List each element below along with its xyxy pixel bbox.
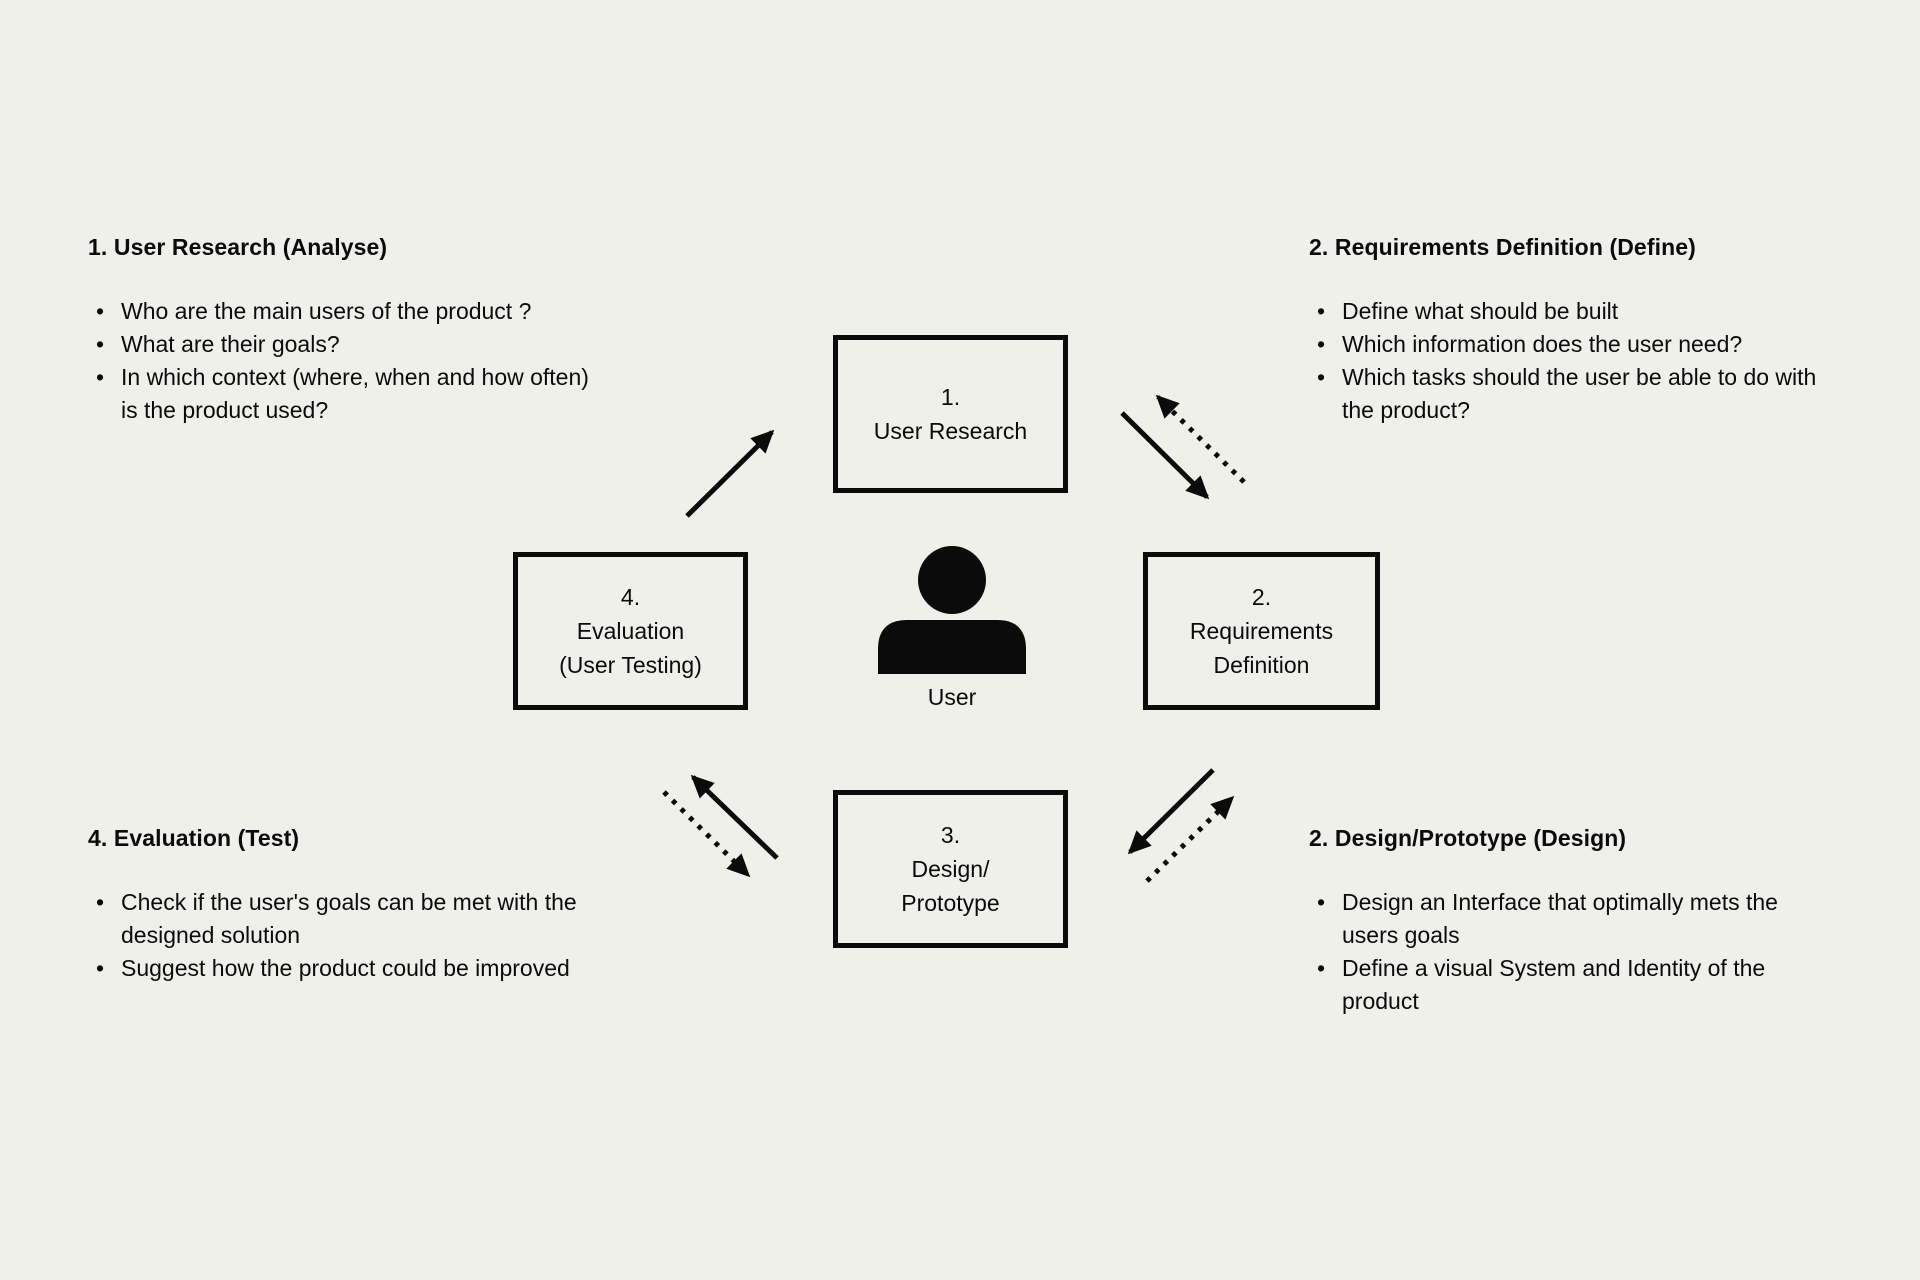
annotation-heading: 2. Requirements Definition (Define) xyxy=(1309,234,1696,260)
annotation-heading: 4. Evaluation (Test) xyxy=(88,825,300,851)
node-design-prototype: 3. Design/ Prototype xyxy=(833,790,1068,948)
node-line: (User Testing) xyxy=(559,652,702,678)
bullet-item: Which tasks should the user be able to d… xyxy=(1309,361,1822,427)
node-line: Evaluation xyxy=(576,618,685,644)
bullet-item: Define a visual System and Identity of t… xyxy=(1309,952,1822,1018)
arrow-evaluation-to-design xyxy=(662,790,751,878)
bullet-item: Who are the main users of the product ? xyxy=(88,295,601,328)
annotation-bullet-list: Design an Interface that optimally mets … xyxy=(1309,886,1822,1018)
bullet-item: Which information does the user need? xyxy=(1309,328,1822,361)
node-line: Prototype xyxy=(901,890,1000,916)
node-requirements-definition: 2. Requirements Definition xyxy=(1143,552,1380,710)
arrow-design-to-evaluation xyxy=(690,774,779,860)
node-line: Design/ xyxy=(911,856,990,882)
annotation-heading: 2. Design/Prototype (Design) xyxy=(1309,825,1627,851)
node-line: 4. xyxy=(620,584,641,610)
user-label: User xyxy=(927,684,977,710)
arrow-requirements-to-user-research xyxy=(1155,394,1246,484)
annotation-user-research: 1. User Research (Analyse) Who are the m… xyxy=(88,231,608,427)
annotation-requirements-definition: 2. Requirements Definition (Define) Defi… xyxy=(1309,231,1829,427)
arrow-design-to-requirements xyxy=(1145,795,1235,883)
bullet-item: What are their goals? xyxy=(88,328,601,361)
arrow-user-research-to-requirements xyxy=(1120,411,1210,500)
node-line: 3. xyxy=(940,822,961,848)
node-line: Requirements xyxy=(1189,618,1334,644)
annotation-heading: 1. User Research (Analyse) xyxy=(88,234,388,260)
person-icon xyxy=(878,546,1026,674)
annotation-design-prototype: 2. Design/Prototype (Design) Design an I… xyxy=(1309,822,1829,1018)
node-line: 1. xyxy=(940,384,961,410)
node-line: Definition xyxy=(1213,652,1310,678)
bullet-item: In which context (where, when and how of… xyxy=(88,361,601,427)
node-line: User Research xyxy=(873,418,1028,444)
annotation-bullet-list: Define what should be built Which inform… xyxy=(1309,295,1822,427)
arrow-requirements-to-design xyxy=(1127,768,1215,855)
bullet-item: Design an Interface that optimally mets … xyxy=(1309,886,1822,952)
bullet-item: Define what should be built xyxy=(1309,295,1822,328)
annotation-bullet-list: Check if the user's goals can be met wit… xyxy=(88,886,601,985)
node-user-research: 1. User Research xyxy=(833,335,1068,493)
bullet-item: Check if the user's goals can be met wit… xyxy=(88,886,601,952)
node-evaluation: 4. Evaluation (User Testing) xyxy=(513,552,748,710)
bullet-item: Suggest how the product could be improve… xyxy=(88,952,601,985)
node-line: 2. xyxy=(1251,584,1272,610)
annotation-evaluation: 4. Evaluation (Test) Check if the user's… xyxy=(88,822,608,985)
arrow-evaluation-to-user-research xyxy=(685,429,775,518)
annotation-bullet-list: Who are the main users of the product ? … xyxy=(88,295,601,427)
